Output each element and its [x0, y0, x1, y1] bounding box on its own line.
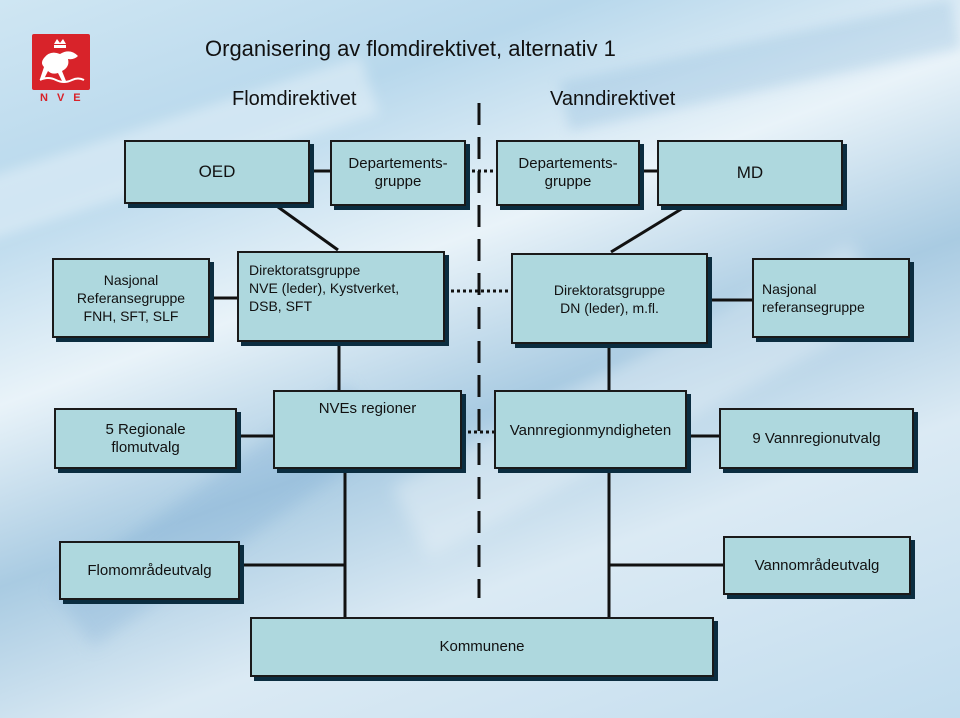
- connector-md-dir-right: [610, 206, 684, 254]
- box-nves-regioner: NVEs regioner: [273, 390, 462, 469]
- box-departementsgruppe-right: Departements- gruppe: [496, 140, 640, 206]
- box-nasjonal-referansegruppe-left: Nasjonal Referansegruppe FNH, SFT, SLF: [52, 258, 210, 338]
- box-direktoratsgruppe-right: Direktoratsgruppe DN (leder), m.fl.: [511, 253, 708, 344]
- box-vannregionutvalg: 9 Vannregionutvalg: [719, 408, 914, 469]
- box-nasjonal-referansegruppe-right-label: Nasjonal referansegruppe: [762, 281, 865, 315]
- box-departementsgruppe-left: Departements- gruppe: [330, 140, 466, 206]
- box-md-label: MD: [736, 163, 764, 182]
- connector-oed-dir-left: [277, 205, 339, 252]
- box-vannomradeutvalg: Vannområdeutvalg: [723, 536, 911, 595]
- box-direktoratsgruppe-left: Direktoratsgruppe NVE (leder), Kystverke…: [237, 251, 445, 342]
- box-regionale-flomutvalg-label: 5 Regionale flomutvalg: [105, 420, 186, 456]
- box-kommunene: Kommunene: [250, 617, 714, 677]
- box-nasjonal-referansegruppe-left-label: Nasjonal Referansegruppe FNH, SFT, SLF: [76, 272, 186, 324]
- box-departementsgruppe-left-label: Departements- gruppe: [348, 155, 448, 190]
- box-direktoratsgruppe-left-label: Direktoratsgruppe NVE (leder), Kystverke…: [249, 262, 400, 314]
- column-heading-flomdirektivet: Flomdirektivet: [232, 88, 357, 110]
- box-direktoratsgruppe-right-label: Direktoratsgruppe DN (leder), m.fl.: [553, 281, 666, 316]
- box-vannomradeutvalg-label: Vannområdeutvalg: [754, 556, 880, 574]
- nve-logo: NVE: [32, 34, 102, 106]
- box-departementsgruppe-right-label: Departements- gruppe: [518, 155, 618, 190]
- box-nasjonal-referansegruppe-right: Nasjonal referansegruppe: [752, 258, 910, 338]
- box-oed: OED: [124, 140, 310, 204]
- box-oed-label: OED: [198, 162, 236, 181]
- box-vannregionmyndigheten: Vannregionmyndigheten: [494, 390, 687, 469]
- box-flomomradeutvalg: Flomområdeutvalg: [59, 541, 240, 600]
- box-md: MD: [657, 140, 843, 206]
- box-flomomradeutvalg-label: Flomområdeutvalg: [87, 561, 212, 579]
- box-nves-regioner-label: NVEs regioner: [318, 400, 417, 417]
- column-heading-vanndirektivet: Vanndirektivet: [550, 88, 676, 110]
- logo-text: NVE: [40, 92, 90, 104]
- box-vannregionutvalg-label: 9 Vannregionutvalg: [752, 429, 881, 447]
- box-regionale-flomutvalg: 5 Regionale flomutvalg: [54, 408, 237, 469]
- page-title: Organisering av flomdirektivet, alternat…: [205, 36, 616, 61]
- box-kommunene-label: Kommunene: [439, 638, 525, 655]
- box-vannregionmyndigheten-label: Vannregionmyndigheten: [509, 422, 672, 439]
- nve-emblem-icon: [32, 34, 90, 90]
